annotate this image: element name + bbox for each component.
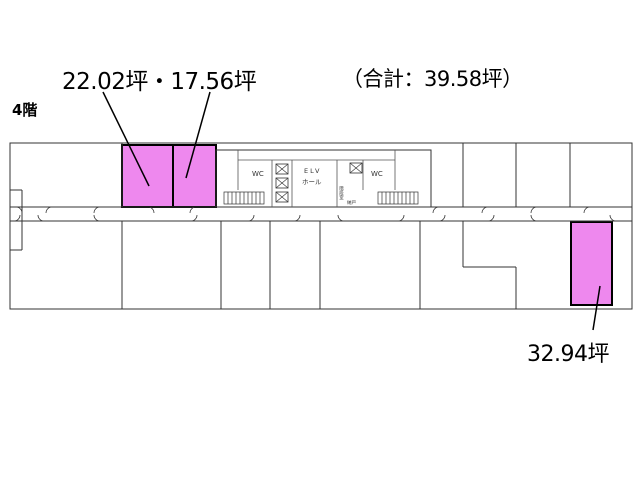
leader-line-17 xyxy=(185,91,211,179)
area-total-label: （合計：39.58坪） xyxy=(342,67,523,91)
leader-line-22 xyxy=(102,91,150,187)
elevator-icon xyxy=(275,163,289,175)
door-icons xyxy=(13,206,617,222)
area-label-top: 22.02坪・17.56坪 xyxy=(62,69,257,95)
wc-right-label: WC xyxy=(371,170,383,178)
elevator-icon xyxy=(275,177,289,189)
stairs-icon xyxy=(377,191,419,205)
core-small-label-2: 納戸 xyxy=(347,199,356,206)
core-area xyxy=(215,149,432,208)
unit-17-56 xyxy=(172,144,217,208)
elv-label: ELV xyxy=(304,167,321,175)
core-small-label-1: 階段室 xyxy=(339,185,344,200)
elv-hall-label: ホール xyxy=(302,178,322,186)
floor-label: 4階 xyxy=(12,101,38,119)
elevator-icon xyxy=(349,162,363,174)
stairs-icon xyxy=(223,191,265,205)
elevator-icon xyxy=(275,191,289,203)
area-label-right: 32.94坪 xyxy=(527,342,609,367)
wc-left-label: WC xyxy=(252,170,264,178)
building-outline xyxy=(9,142,633,310)
leader-line-32 xyxy=(592,285,601,331)
unit-32-94 xyxy=(570,221,613,306)
unit-22-02 xyxy=(121,144,174,208)
